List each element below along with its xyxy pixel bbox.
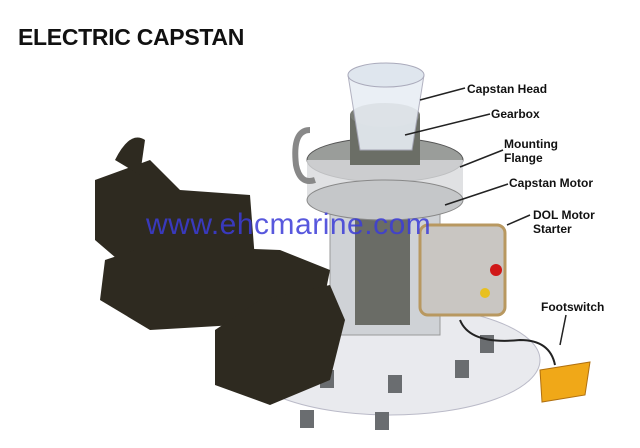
footswitch-cable [459,319,556,366]
label-flange: Flange [504,151,543,165]
label-starter: Starter [533,222,572,236]
watermark: www.ehcmarine.com [146,208,432,241]
chock-1 [95,160,255,270]
label-capstan-head: Capstan Head [467,82,548,96]
footswitch [539,361,591,403]
label-capstan-motor: Capstan Motor [509,176,593,190]
chock-3 [215,285,345,405]
label-dol-motor: DOL Motor [533,208,595,222]
label-gearbox: Gearbox [491,107,540,121]
red-button [490,264,502,276]
diagram-title: ELECTRIC CAPSTAN [18,24,245,50]
label-mounting: Mounting [504,137,558,151]
label-footswitch: Footswitch [541,300,605,314]
